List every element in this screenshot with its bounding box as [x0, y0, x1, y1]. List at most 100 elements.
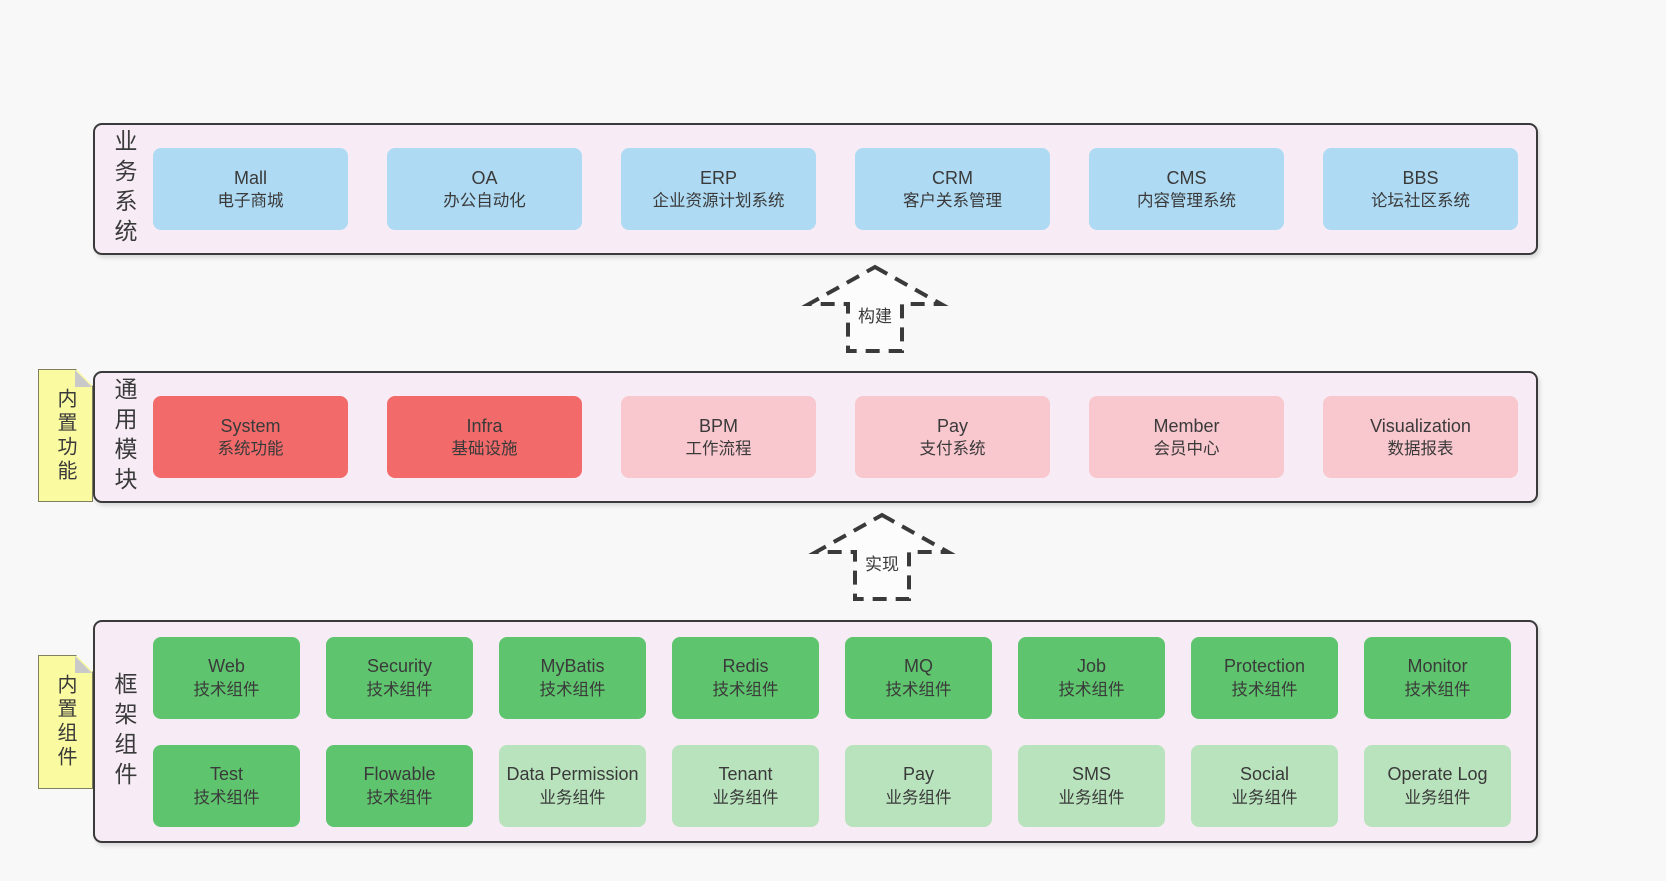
- box-subtitle: 客户关系管理: [903, 192, 1002, 211]
- box-name: CMS: [1166, 167, 1207, 188]
- box-subtitle: 系统功能: [217, 440, 284, 459]
- up-arrow-implement-icon: 实现: [808, 512, 956, 601]
- box-name: Visualization: [1370, 415, 1471, 436]
- box-name: Infra: [466, 415, 503, 436]
- box-subtitle: 技术组件: [539, 680, 606, 699]
- band-label: 业务系统: [111, 129, 137, 249]
- box-sms: SMS 业务组件: [1018, 744, 1165, 827]
- box-operate-log: Operate Log 业务组件: [1364, 744, 1511, 827]
- box-name: ERP: [699, 167, 737, 188]
- box-subtitle: 技术组件: [193, 788, 260, 807]
- box-subtitle: 内容管理系统: [1137, 192, 1236, 211]
- box-subtitle: 基础设施: [451, 440, 518, 459]
- box-name: Job: [1076, 656, 1107, 677]
- box-name: MQ: [904, 656, 933, 677]
- box-name: OA: [471, 167, 498, 188]
- box-subtitle: 论坛社区系统: [1371, 192, 1470, 211]
- note-label: 内置功能: [54, 387, 76, 484]
- box-subtitle: 数据报表: [1387, 440, 1454, 459]
- box-erp: ERP 企业资源计划系统: [621, 148, 816, 230]
- box-name: BPM: [698, 415, 738, 436]
- box-subtitle: 业务组件: [539, 788, 606, 807]
- arrow-label: 实现: [865, 555, 899, 574]
- box-oa: OA 办公自动化: [387, 148, 582, 230]
- box-member: Member 会员中心: [1089, 396, 1284, 478]
- box-subtitle: 技术组件: [885, 680, 952, 699]
- box-mybatis: MyBatis 技术组件: [499, 636, 646, 719]
- box-subtitle: 业务组件: [1058, 788, 1125, 807]
- box-name: Member: [1153, 415, 1220, 436]
- box-name: Redis: [722, 656, 769, 677]
- box-web: Web 技术组件: [153, 636, 300, 719]
- box-subtitle: 技术组件: [193, 680, 260, 699]
- box-name: MyBatis: [540, 656, 605, 677]
- box-subtitle: 技术组件: [366, 788, 433, 807]
- box-cms: CMS 内容管理系统: [1089, 148, 1284, 230]
- box-subtitle: 技术组件: [712, 680, 779, 699]
- folded-corner-icon: [75, 656, 92, 673]
- box-subtitle: 业务组件: [885, 788, 952, 807]
- box-security: Security 技术组件: [326, 636, 473, 719]
- box-social: Social 业务组件: [1191, 744, 1338, 827]
- box-infra: Infra 基础设施: [387, 396, 582, 478]
- box-test: Test 技术组件: [153, 744, 300, 827]
- band-boxes-row: Mall 电子商城 OA 办公自动化 ERP 企业资源计划系统 CRM 客户关系…: [153, 125, 1536, 253]
- box-subtitle: 技术组件: [1058, 680, 1125, 699]
- band-business-systems: 业务系统 Mall 电子商城 OA 办公自动化 ERP 企业资源计划系统 CRM…: [93, 123, 1538, 255]
- box-name: System: [220, 415, 281, 436]
- box-system: System 系统功能: [153, 396, 348, 478]
- box-data-permission: Data Permission 业务组件: [499, 744, 646, 827]
- box-subtitle: 业务组件: [1404, 788, 1471, 807]
- box-subtitle: 办公自动化: [443, 192, 526, 211]
- box-name: Mall: [233, 167, 267, 188]
- box-name: CRM: [932, 167, 973, 188]
- box-name: Social: [1239, 764, 1290, 785]
- box-pay-business: Pay 业务组件: [845, 744, 992, 827]
- band-label: 框架组件: [111, 671, 137, 792]
- box-name: Data Permission: [506, 764, 639, 785]
- box-pay: Pay 支付系统: [855, 396, 1050, 478]
- sticky-note-built-in-components: 内置组件: [38, 655, 93, 789]
- band-label: 通用模块: [111, 377, 137, 497]
- box-flowable: Flowable 技术组件: [326, 744, 473, 827]
- box-tenant: Tenant 业务组件: [672, 744, 819, 827]
- box-visualization: Visualization 数据报表: [1323, 396, 1518, 478]
- box-subtitle: 电子商城: [217, 192, 284, 211]
- box-name: Pay: [936, 415, 969, 436]
- box-name: Web: [208, 656, 245, 677]
- sticky-note-built-in-features: 内置功能: [38, 369, 93, 502]
- note-label: 内置组件: [54, 674, 76, 770]
- band-boxes-grid: Web 技术组件 Security 技术组件 MyBatis 技术组件 Redi…: [153, 622, 1536, 841]
- box-subtitle: 业务组件: [712, 788, 779, 807]
- box-name: Operate Log: [1387, 764, 1488, 785]
- box-subtitle: 企业资源计划系统: [652, 192, 785, 211]
- box-monitor: Monitor 技术组件: [1364, 636, 1511, 719]
- box-subtitle: 技术组件: [1404, 680, 1471, 699]
- box-name: SMS: [1071, 764, 1111, 785]
- box-crm: CRM 客户关系管理: [855, 148, 1050, 230]
- box-name: Protection: [1223, 656, 1306, 677]
- box-name: Pay: [902, 764, 935, 785]
- box-name: Test: [209, 764, 243, 785]
- up-arrow-build-icon: 构建: [801, 264, 949, 353]
- box-protection: Protection 技术组件: [1191, 636, 1338, 719]
- box-redis: Redis 技术组件: [672, 636, 819, 719]
- box-subtitle: 工作流程: [685, 440, 752, 459]
- box-bpm: BPM 工作流程: [621, 396, 816, 478]
- box-name: Tenant: [718, 764, 773, 785]
- box-subtitle: 业务组件: [1231, 788, 1298, 807]
- box-subtitle: 技术组件: [1231, 680, 1298, 699]
- band-framework-components: 框架组件 Web 技术组件 Security 技术组件 MyBatis 技术组件…: [93, 620, 1538, 843]
- box-bbs: BBS 论坛社区系统: [1323, 148, 1518, 230]
- box-name: BBS: [1402, 167, 1439, 188]
- box-subtitle: 技术组件: [366, 680, 433, 699]
- box-mq: MQ 技术组件: [845, 636, 992, 719]
- band-boxes-row: System 系统功能 Infra 基础设施 BPM 工作流程 Pay 支付系统…: [153, 373, 1536, 501]
- box-mall: Mall 电子商城: [153, 148, 348, 230]
- folded-corner-icon: [75, 370, 92, 387]
- box-subtitle: 会员中心: [1153, 440, 1220, 459]
- box-subtitle: 支付系统: [919, 440, 986, 459]
- arrow-label: 构建: [858, 307, 892, 326]
- band-common-modules: 通用模块 System 系统功能 Infra 基础设施 BPM 工作流程 Pay…: [93, 371, 1538, 503]
